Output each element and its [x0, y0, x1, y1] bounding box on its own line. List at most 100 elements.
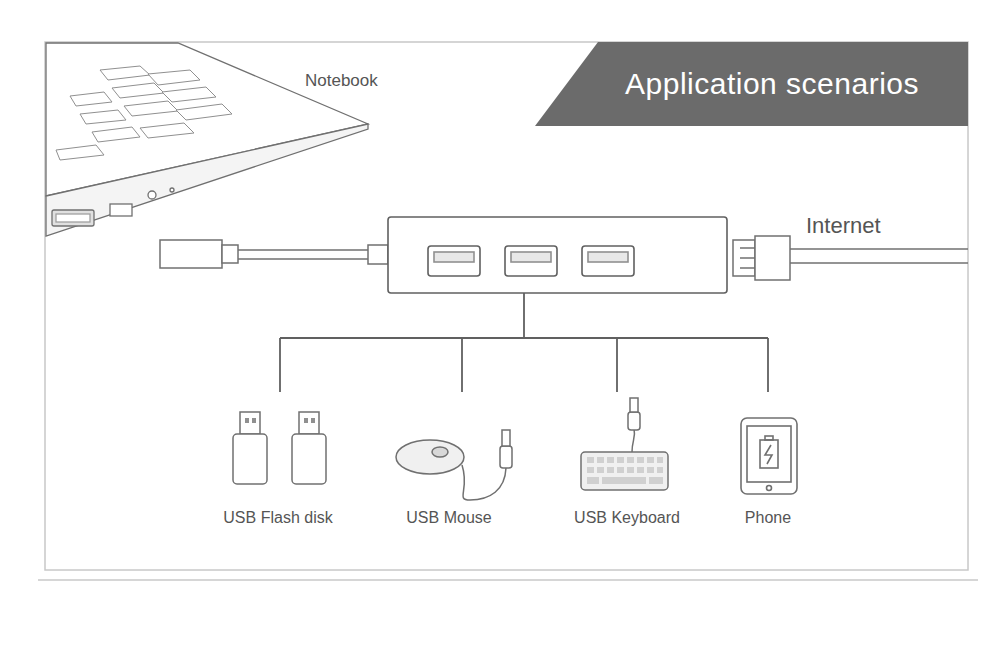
device-label: Phone	[745, 508, 791, 527]
ethernet-plug	[733, 236, 968, 280]
usb-hub-part	[588, 252, 628, 262]
notebook-drawing-part-part	[56, 145, 104, 160]
notebook-drawing-part	[56, 214, 90, 222]
frame-part	[38, 579, 978, 581]
mouse-icon-part	[462, 465, 506, 500]
branch-lines	[280, 293, 768, 392]
phone-icon-part	[765, 436, 773, 440]
title-banner	[535, 42, 968, 126]
usb-hub-part	[388, 217, 727, 293]
notebook-drawing-part-part	[80, 110, 126, 124]
device-label: USB Flash disk	[223, 508, 332, 527]
usb-cable-part	[238, 249, 368, 251]
usb-cable-part	[238, 258, 368, 260]
keyboard-icon-part-part	[627, 467, 634, 473]
frame-part	[45, 42, 968, 570]
ethernet-plug-part	[755, 236, 790, 280]
usb-hub	[388, 217, 727, 293]
phone-icon-part	[747, 426, 791, 482]
title-banner-part	[535, 42, 968, 126]
keyboard-icon-part	[632, 428, 635, 452]
notebook-drawing-part-part	[124, 101, 178, 116]
flash-disk-icons-part	[233, 434, 267, 484]
keyboard-icon-part-part	[627, 457, 634, 463]
ethernet-plug-part	[740, 247, 755, 249]
keyboard-icon-part-part	[617, 457, 624, 463]
ethernet-plug-part	[740, 267, 755, 269]
notebook-drawing-part-part	[92, 127, 140, 142]
phone-icon	[741, 418, 797, 494]
flash-disk-icons-part	[240, 412, 260, 434]
usb-cable-part	[368, 245, 388, 264]
keyboard-icon-part-part	[587, 457, 594, 463]
title-text: Application scenarios	[625, 66, 919, 102]
keyboard-icon-part	[581, 452, 668, 490]
notebook-drawing-part-part	[176, 104, 232, 120]
keyboard-icon-part	[628, 412, 640, 430]
keyboard-icon-part-part	[617, 467, 624, 473]
usb-hub-part	[582, 246, 634, 276]
keyboard-icon-part-part	[649, 477, 663, 484]
branch-lines-part	[767, 338, 769, 392]
usb-hub-part	[505, 246, 557, 276]
keyboard-icon-part-part	[647, 467, 654, 473]
flash-disk-icons-part	[292, 434, 326, 484]
mouse-icon-part	[500, 446, 512, 468]
notebook-drawing-part-part	[70, 92, 112, 106]
phone-icon-part	[765, 445, 772, 464]
notebook-drawing-part	[170, 188, 174, 192]
notebook-drawing-part-part	[112, 83, 164, 98]
flash-disk-icons-part	[252, 418, 256, 423]
flash-disk-icons-part	[304, 418, 308, 423]
mouse-icon-part	[396, 440, 464, 474]
usb-hub-part	[511, 252, 551, 262]
flash-disk-icons-part	[299, 412, 319, 434]
usb-cable	[160, 240, 388, 268]
mouse-icon-part	[502, 430, 510, 446]
device-label: Notebook	[305, 71, 378, 91]
keyboard-icon-part-part	[607, 457, 614, 463]
branch-lines-part	[280, 337, 768, 339]
keyboard-icon-part-part	[657, 457, 663, 463]
phone-icon-part	[760, 440, 778, 468]
notebook-drawing-part-part	[140, 123, 194, 138]
branch-lines-part	[279, 338, 281, 392]
phone-icon-part	[767, 486, 772, 491]
notebook-drawing-part	[46, 124, 368, 236]
ethernet-plug-part	[733, 240, 755, 276]
ethernet-plug-part	[740, 257, 755, 259]
keyboard-icon-part-part	[647, 457, 654, 463]
usb-hub-part	[434, 252, 474, 262]
flash-disk-icons-part	[311, 418, 315, 423]
notebook-drawing-part	[148, 191, 156, 199]
branch-lines-part	[523, 293, 525, 338]
keyboard-icon	[581, 398, 668, 490]
mouse-icon	[396, 430, 512, 500]
keyboard-icon-part-part	[587, 477, 599, 484]
keyboard-icon-part	[630, 398, 638, 412]
keyboard-icon-part-part	[637, 457, 644, 463]
mouse-icon-part	[432, 447, 448, 457]
notebook-drawing-part-part	[162, 87, 216, 102]
device-label: USB Mouse	[406, 508, 491, 527]
keyboard-icon-part-part	[597, 467, 604, 473]
notebook-drawing-part	[110, 204, 132, 216]
notebook-drawing-part-part	[148, 70, 200, 85]
flash-disk-icons-part	[245, 418, 249, 423]
usb-cable-part	[160, 240, 222, 268]
ethernet-plug-part	[790, 262, 968, 264]
flash-disk-icons	[233, 412, 326, 484]
branch-lines-part	[461, 338, 463, 392]
ethernet-plug-part	[790, 248, 968, 250]
usb-cable-part	[222, 245, 238, 263]
device-label: USB Keyboard	[574, 508, 680, 527]
notebook-drawing-part	[56, 66, 232, 160]
notebook-drawing-part-part	[100, 66, 150, 80]
keyboard-icon-part-part	[597, 457, 604, 463]
branch-lines-part	[616, 338, 618, 392]
notebook-drawing-part	[52, 210, 94, 226]
phone-icon-part	[741, 418, 797, 494]
keyboard-icon-part-part	[607, 467, 614, 473]
usb-hub-part	[428, 246, 480, 276]
keyboard-icon-part	[587, 457, 663, 484]
